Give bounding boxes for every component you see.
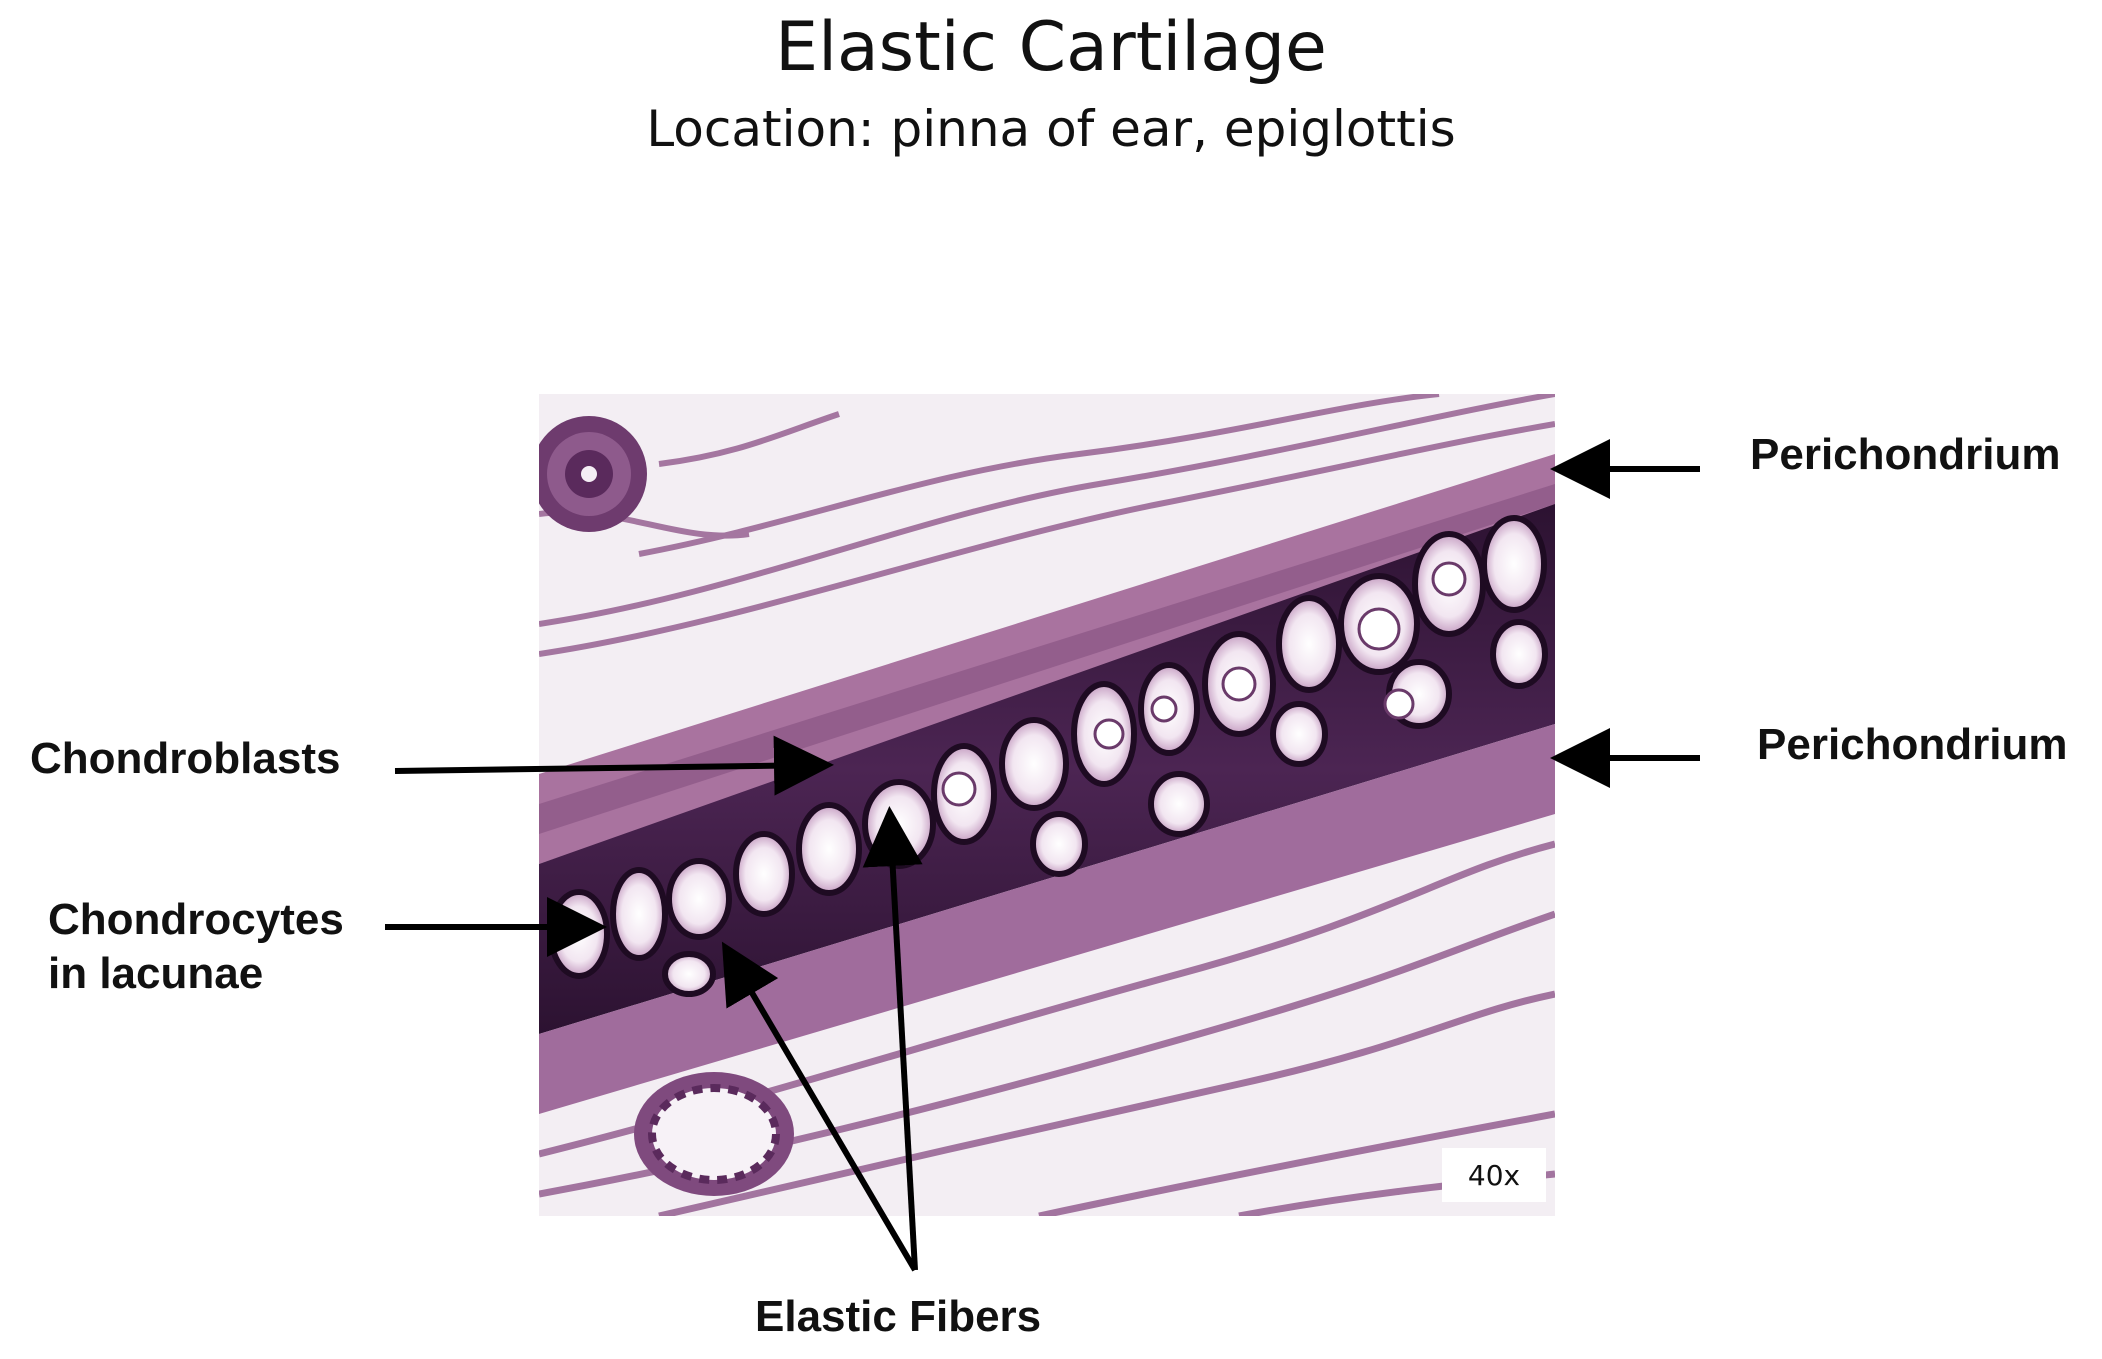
vessel-top-left xyxy=(539,416,647,532)
chondrocyte-nuclei xyxy=(941,561,1467,807)
label-perichondrium-bottom: Perichondrium xyxy=(1757,720,2068,769)
slide-subtitle: Location: pinna of ear, epiglottis xyxy=(646,100,1456,158)
label-elastic-fibers: Elastic Fibers xyxy=(755,1292,1042,1341)
magnification-label: 40x xyxy=(1442,1148,1546,1202)
connective-tissue-upper xyxy=(539,394,1555,657)
slide-title: Elastic Cartilage xyxy=(775,8,1327,87)
micrograph-image xyxy=(539,394,1555,1216)
label-perichondrium-top: Perichondrium xyxy=(1750,430,2061,479)
label-chondrocytes-line1: Chondrocytes xyxy=(48,895,344,944)
micrograph-drawing xyxy=(539,394,1555,1216)
label-chondroblasts: Chondroblasts xyxy=(30,734,341,783)
label-chondrocytes-line2: in lacunae xyxy=(48,949,264,998)
vessel-bottom xyxy=(634,1072,794,1196)
lacunae xyxy=(548,515,1548,997)
